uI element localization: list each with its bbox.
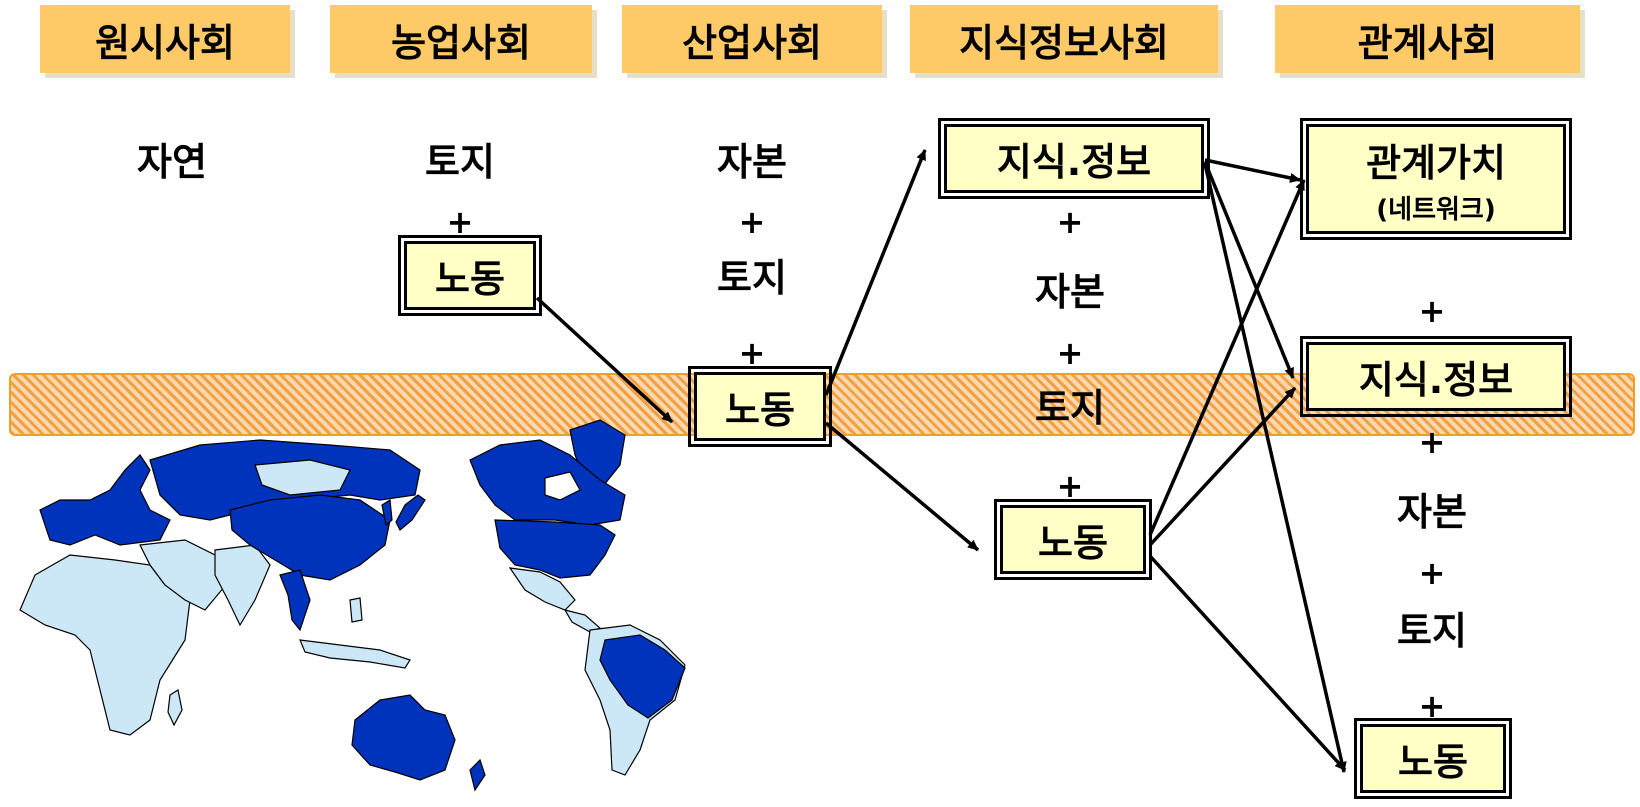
flow-arrows	[535, 149, 1347, 773]
mexico-shape	[508, 567, 576, 611]
southeast-asia-shape	[279, 569, 311, 632]
agri-labor-label: 노동	[435, 257, 505, 301]
korea-shape	[381, 498, 393, 527]
madagascar-shape	[167, 689, 183, 727]
africa-shape	[19, 554, 191, 736]
rel-knowledge-label: 지식.정보	[1358, 358, 1514, 402]
rel-plus-1: +	[1418, 292, 1446, 330]
primitive-nature-label: 자연	[137, 140, 207, 184]
rel-labor-label: 노동	[1398, 740, 1468, 784]
arrow-ind-labor-to-info-knowledge	[824, 149, 927, 396]
philippines-shape	[349, 597, 363, 623]
rel-plus-3: +	[1418, 554, 1446, 592]
header-information-society: 지식정보사회	[910, 5, 1218, 73]
rel-value-box: 관계가치 (네트워크)	[1300, 118, 1572, 240]
arrow-info-labor-to-rel-knowledge	[1148, 386, 1297, 547]
ind-labor-box: 노동	[688, 366, 832, 447]
ind-land-label: 토지	[717, 256, 787, 300]
ind-plus-1: +	[738, 203, 766, 241]
ind-labor-label: 노동	[725, 388, 795, 432]
arrow-info-knowledge-to-rel-value	[1204, 158, 1301, 183]
rel-network-label: (네트워크)	[1376, 195, 1496, 225]
world-map	[19, 419, 686, 792]
usa-shape	[494, 519, 616, 579]
indonesia-shape	[299, 639, 411, 669]
agri-land-label: 토지	[425, 140, 495, 184]
mongolia-shape	[254, 459, 351, 496]
info-plus-3: +	[1056, 467, 1084, 505]
info-capital-label: 자본	[1035, 270, 1105, 314]
arrow-info-knowledge-to-rel-labor	[1203, 163, 1347, 773]
ind-capital-label: 자본	[717, 140, 787, 184]
rel-knowledge-box: 지식.정보	[1300, 336, 1572, 417]
rel-plus-4: +	[1418, 687, 1446, 725]
arrow-ind-labor-to-info-labor	[824, 421, 980, 552]
china-shape	[229, 494, 391, 581]
info-labor-label: 노동	[1038, 521, 1108, 565]
rel-capital-label: 자본	[1397, 490, 1467, 534]
info-plus-1: +	[1056, 203, 1084, 241]
middle-east-shape	[139, 539, 231, 611]
agri-plus: +	[446, 203, 474, 241]
india-shape	[214, 544, 271, 627]
rel-labor-box: 노동	[1354, 718, 1512, 799]
rel-plus-2: +	[1418, 423, 1446, 461]
rel-value-label: 관계가치	[1366, 141, 1506, 185]
central-america-shape	[563, 609, 602, 633]
brazil-shape	[599, 634, 686, 719]
info-plus-2: +	[1056, 334, 1084, 372]
rel-land-label: 토지	[1397, 609, 1467, 653]
info-knowledge-box: 지식.정보	[938, 118, 1210, 199]
europe-shape	[39, 454, 171, 546]
ind-plus-2: +	[738, 334, 766, 372]
header-industrial-society: 산업사회	[622, 5, 882, 73]
info-knowledge-label: 지식.정보	[996, 140, 1152, 184]
header-agricultural-society: 농업사회	[330, 5, 592, 73]
arrow-info-knowledge-to-rel-knowledge	[1203, 161, 1295, 379]
australia-shape	[351, 694, 456, 781]
japan-shape	[395, 494, 426, 531]
arrow-info-labor-to-rel-value	[1148, 179, 1306, 536]
arrow-info-labor-to-rel-labor	[1148, 554, 1347, 772]
info-land-label: 토지	[1035, 386, 1105, 430]
info-labor-box: 노동	[994, 499, 1152, 580]
agri-labor-box: 노동	[398, 235, 542, 316]
arrow-agri-labor-to-ind-labor	[535, 296, 674, 424]
header-relational-society: 관계사회	[1275, 5, 1580, 73]
new-zealand-shape	[469, 758, 486, 792]
hudson-bay-shape	[544, 471, 581, 501]
header-primitive-society: 원시사회	[40, 5, 290, 73]
